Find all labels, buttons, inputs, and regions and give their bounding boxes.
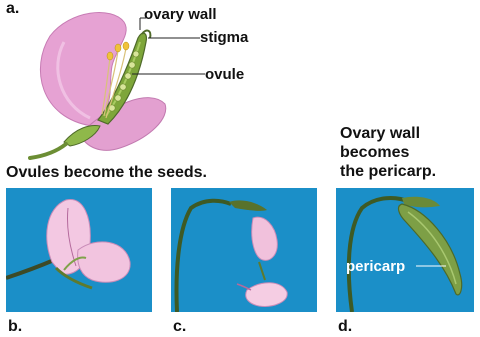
pericarp-caption-line-1: Ovary wall xyxy=(340,124,436,143)
stem xyxy=(30,144,66,158)
ovule-label: ovule xyxy=(205,66,244,83)
panel-c-letter: c. xyxy=(173,318,186,336)
pericarp-caption-line-2: becomes xyxy=(340,143,436,162)
pericarp-caption: Ovary wall becomes the pericarp. xyxy=(340,124,436,181)
seeds-caption: Ovules become the seeds. xyxy=(6,164,207,182)
pericarp-pod xyxy=(399,204,462,295)
flower-illustration xyxy=(20,8,210,168)
pericarp-label: pericarp xyxy=(346,258,405,275)
photo-b xyxy=(6,188,152,312)
panel-a-letter: a. xyxy=(6,0,19,18)
panel-b-letter: b. xyxy=(8,318,22,336)
pericarp-caption-line-3: the pericarp. xyxy=(340,162,436,181)
flower-b-wing xyxy=(78,242,131,282)
flower-c-wilting xyxy=(252,217,278,260)
stigma-label: stigma xyxy=(200,29,248,46)
photo-d xyxy=(336,188,474,312)
fallen-petals xyxy=(246,283,287,307)
ovary-wall-label: ovary wall xyxy=(144,6,217,23)
panel-d-letter: d. xyxy=(338,318,352,336)
photo-c xyxy=(171,188,317,312)
